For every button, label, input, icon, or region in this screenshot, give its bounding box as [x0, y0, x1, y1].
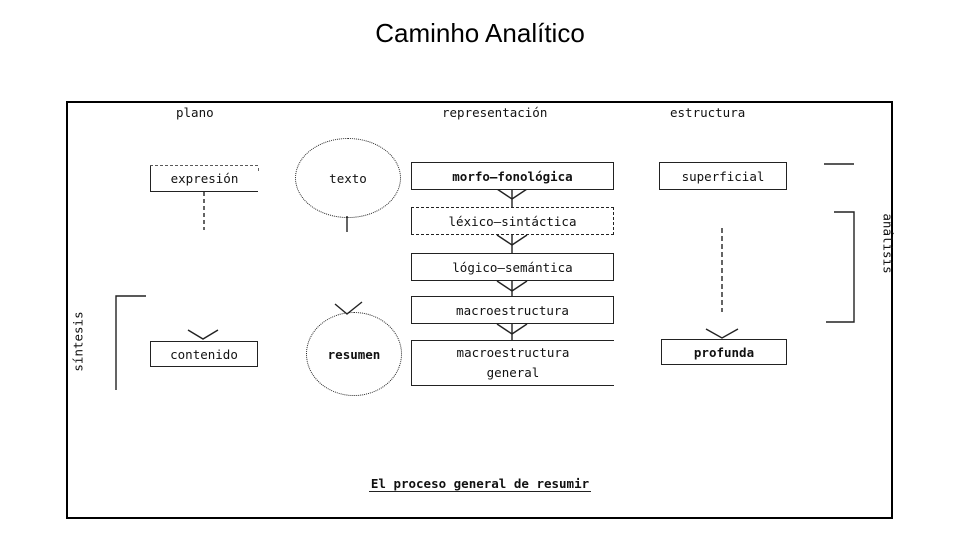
label-expresion: expresión — [170, 171, 239, 186]
sintesis-bracket — [115, 295, 146, 390]
contenido-arrow — [187, 329, 219, 340]
side-label-analisis: análisis — [880, 213, 896, 274]
label-level-2: léxico—sintáctica — [448, 213, 577, 229]
label-profunda: profunda — [693, 344, 755, 360]
label-superficial: superficial — [681, 168, 765, 184]
slide-title: Caminho Analítico — [375, 18, 585, 48]
label-level-5: macroestructura general — [456, 345, 570, 380]
circle-texto: texto — [295, 138, 401, 218]
label-resumen: resumen — [327, 346, 381, 362]
level-macroestructura-general: macroestructura general — [411, 340, 614, 386]
profunda-arrow — [705, 328, 739, 339]
header-estructura: estructura — [670, 105, 746, 120]
diagram-caption: El proceso general de resumir — [0, 476, 960, 492]
level-morfo-fonologica: morfo—fonológica — [411, 162, 614, 190]
label-contenido: contenido — [170, 346, 238, 362]
header-plano: plano — [176, 105, 214, 120]
level-macroestructura: macroestructura — [411, 296, 614, 324]
analisis-bracket — [826, 211, 855, 323]
header-representacion: representación — [442, 105, 548, 120]
label-level-4: macroestructura — [456, 302, 569, 318]
box-contenido: contenido — [150, 341, 258, 367]
label-texto: texto — [329, 170, 367, 186]
level-logico-semantica: lógico—semántica — [411, 253, 614, 281]
level-lexico-sintactica: léxico—sintáctica — [411, 207, 614, 235]
box-superficial: superficial — [659, 162, 787, 190]
label-level-1: morfo—fonológica — [452, 168, 573, 184]
label-level-3: lógico—semántica — [452, 259, 573, 275]
side-label-sintesis: síntesis — [70, 311, 86, 372]
box-expresion: expresión — [150, 166, 258, 192]
circle-resumen: resumen — [306, 312, 402, 396]
caption-text: El proceso general de resumir — [368, 476, 592, 492]
diagram-frame — [66, 101, 893, 519]
box-profunda: profunda — [661, 339, 787, 365]
